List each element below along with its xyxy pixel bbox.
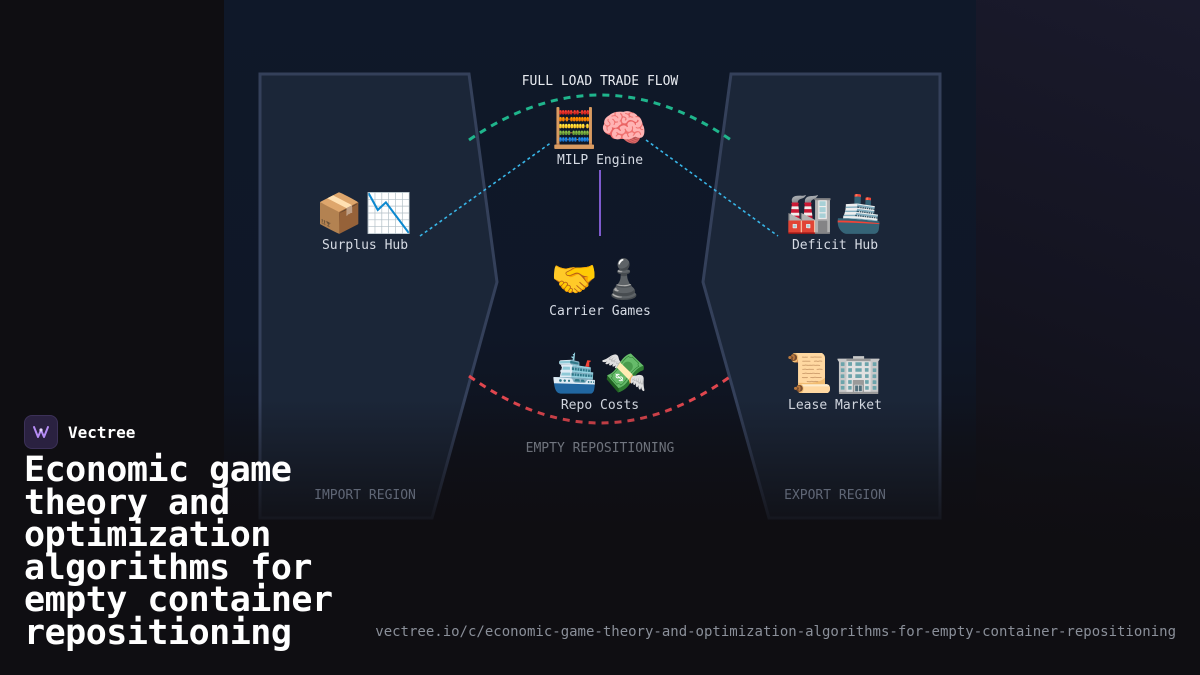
lease-market-label: Lease Market xyxy=(788,398,882,413)
lease-market-node: 📜🏢 Lease Market xyxy=(745,350,925,413)
page-title: Economic game theory and optimization al… xyxy=(24,450,333,653)
abacus-brain-icon: 🧮🧠 xyxy=(550,106,650,150)
vectree-logo-icon xyxy=(24,415,58,449)
page-url: vectree.io/c/economic-game-theory-and-op… xyxy=(375,624,1176,640)
factory-ship-icon: 🏭🚢 xyxy=(785,191,885,235)
repo-costs-label: Repo Costs xyxy=(560,398,640,413)
surplus-hub-label: Surplus Hub xyxy=(321,238,409,253)
ship-money-icon: 🛳️💸 xyxy=(550,351,650,395)
export-region-label: EXPORT REGION xyxy=(784,488,886,503)
repo-costs-node: 🛳️💸 Repo Costs xyxy=(510,350,690,413)
brand-name: Vectree xyxy=(68,422,136,442)
carrier-games-label: Carrier Games xyxy=(549,304,651,319)
milp-engine-label: MILP Engine xyxy=(556,153,644,168)
brand: Vectree xyxy=(24,415,135,449)
top-flow-label: FULL LOAD TRADE FLOW xyxy=(521,74,679,89)
deficit-hub-node: 🏭🚢 Deficit Hub xyxy=(745,190,925,253)
deficit-hub-label: Deficit Hub xyxy=(791,238,879,253)
package-chart-down-icon: 📦📉 xyxy=(315,191,415,235)
handshake-chess-icon: 🤝♟️ xyxy=(550,257,650,301)
carrier-games-node: 🤝♟️ Carrier Games xyxy=(510,256,690,319)
milp-engine-node: 🧮🧠 MILP Engine xyxy=(510,105,690,168)
full-load-trade-arc xyxy=(468,93,732,142)
scroll-office-icon: 📜🏢 xyxy=(785,351,885,395)
bottom-flow-label: EMPTY REPOSITIONING xyxy=(525,441,675,456)
import-region-label: IMPORT REGION xyxy=(314,488,416,503)
empty-repositioning-arc xyxy=(468,374,732,425)
surplus-hub-node: 📦📉 Surplus Hub xyxy=(275,190,455,253)
